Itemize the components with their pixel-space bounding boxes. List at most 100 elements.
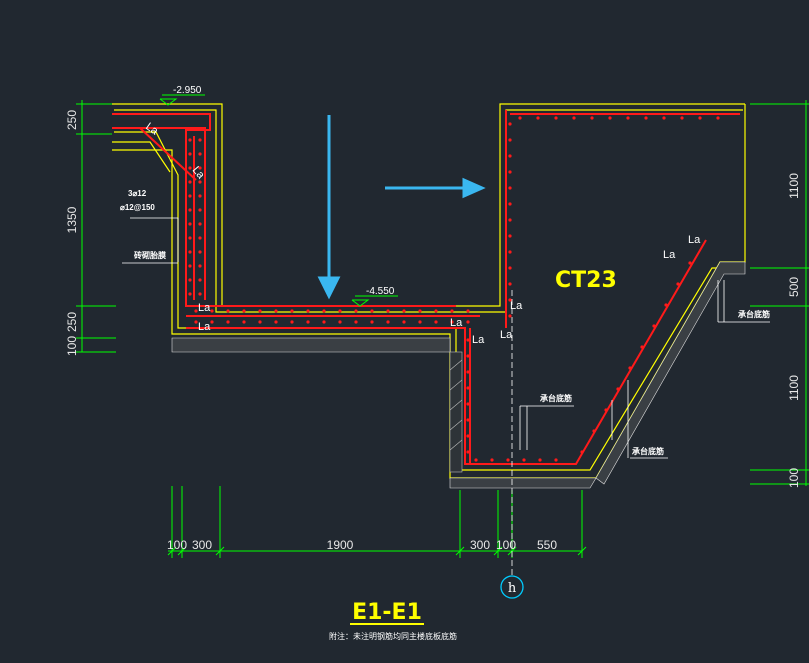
- rebar-dot: [402, 309, 406, 313]
- rebar-dot: [628, 366, 632, 370]
- rebar-dot: [306, 320, 310, 324]
- rebar-dot: [508, 154, 512, 158]
- la-label: La: [510, 300, 523, 312]
- rebar-dot: [626, 116, 630, 120]
- cap-bottom-note-1: 承台底筋: [540, 393, 572, 403]
- rebar-dot: [338, 309, 342, 313]
- rebar-dot: [450, 309, 454, 313]
- rebar-dot: [644, 116, 648, 120]
- rebar-dot: [580, 450, 584, 454]
- rebar-dot: [322, 320, 326, 324]
- rebar-dot: [188, 138, 192, 142]
- rebar-dot: [604, 408, 608, 412]
- la-label: La: [450, 317, 463, 329]
- rebar-dot: [450, 320, 454, 324]
- rebar-dot: [198, 152, 202, 156]
- rebar-dot: [188, 292, 192, 296]
- dim-bottom-6: 550: [537, 538, 557, 552]
- direction-arrows: [317, 115, 486, 300]
- rebar-dot: [508, 218, 512, 222]
- rebar-dot: [508, 122, 512, 126]
- rebar-dot: [338, 320, 342, 324]
- rebar-dot: [210, 309, 214, 313]
- rebar-dot: [680, 116, 684, 120]
- pit-label: CT23: [555, 268, 617, 293]
- right-dimensions: 1100 500 1100 100: [787, 173, 801, 488]
- la-labels: La La La La La La La La La La: [143, 121, 701, 346]
- waterstop-note: 砖砌胎膜: [134, 250, 166, 260]
- left-dimensions: 250 1350 250 100: [65, 110, 79, 356]
- rebar-dot: [466, 309, 470, 313]
- dim-bottom-5: 100: [496, 538, 516, 552]
- rebar-dot: [508, 170, 512, 174]
- rebar-dot: [198, 166, 202, 170]
- bedding-layer: [171, 261, 746, 489]
- rebar-dot: [508, 266, 512, 270]
- rebar-dot: [188, 250, 192, 254]
- dim-left-1: 250: [65, 110, 79, 130]
- rebar-dot: [198, 222, 202, 226]
- dim-right-2: 500: [787, 277, 801, 297]
- dim-left-4: 100: [65, 336, 79, 356]
- rebar-dot: [662, 116, 666, 120]
- rebar-dot: [194, 320, 198, 324]
- rebar-dot: [242, 320, 246, 324]
- rebar-note-1: 3⌀12: [128, 189, 147, 198]
- rebar-dot: [652, 324, 656, 328]
- rebar-dot: [508, 186, 512, 190]
- dim-left-3: 250: [65, 312, 79, 332]
- rebar-dot: [616, 387, 620, 391]
- rebar-dot: [716, 116, 720, 120]
- rebar-dot: [466, 418, 470, 422]
- rebar-dot: [434, 309, 438, 313]
- rebar-dot: [198, 264, 202, 268]
- brick-formwork: [449, 351, 463, 473]
- rebar-dot: [518, 116, 522, 120]
- rebar-dot: [386, 320, 390, 324]
- rebar-dot: [354, 320, 358, 324]
- rebar-dot: [608, 116, 612, 120]
- rebar-dot: [198, 180, 202, 184]
- rebar-dot: [508, 314, 512, 318]
- rebar-dot: [188, 152, 192, 156]
- rebar-dot: [188, 264, 192, 268]
- la-label: La: [198, 321, 211, 333]
- rebar-dot: [306, 309, 310, 313]
- rebar-dot: [198, 208, 202, 212]
- rebar-dot: [508, 298, 512, 302]
- rebar-dot: [676, 282, 680, 286]
- drawing-title: E1-E1: [352, 600, 422, 625]
- rebar-dot: [198, 292, 202, 296]
- rebar-dot: [258, 309, 262, 313]
- rebar-dot: [198, 138, 202, 142]
- rebar-note-2: ⌀12@150: [120, 203, 155, 212]
- dim-bottom-4: 300: [470, 538, 490, 552]
- la-label: La: [500, 329, 513, 341]
- rebar-dot: [258, 320, 262, 324]
- rebar-dot: [466, 434, 470, 438]
- rebar-dot: [402, 320, 406, 324]
- rebar-dot: [188, 278, 192, 282]
- rebar-dot: [536, 116, 540, 120]
- bottom-dimensions: 100 300 1900 300 100 550: [167, 538, 557, 552]
- rebar-dot: [490, 458, 494, 462]
- rebar-dot: [226, 309, 230, 313]
- rebar-dot: [466, 402, 470, 406]
- rebar-dot: [508, 234, 512, 238]
- rebar-dot: [466, 450, 470, 454]
- rebar-dot: [322, 309, 326, 313]
- rebar-dot: [554, 458, 558, 462]
- rebar-dot: [370, 309, 374, 313]
- rebar-dot: [198, 250, 202, 254]
- dim-bottom-1: 100: [167, 538, 187, 552]
- concrete-outline: [112, 103, 746, 479]
- rebar-dot: [198, 236, 202, 240]
- cap-bottom-note-3: 承台底筋: [738, 309, 770, 319]
- rebar-dot: [418, 320, 422, 324]
- rebar-dot: [466, 338, 470, 342]
- rebar-dot: [466, 320, 470, 324]
- rebar-dot: [508, 282, 512, 286]
- rebar-dot: [188, 194, 192, 198]
